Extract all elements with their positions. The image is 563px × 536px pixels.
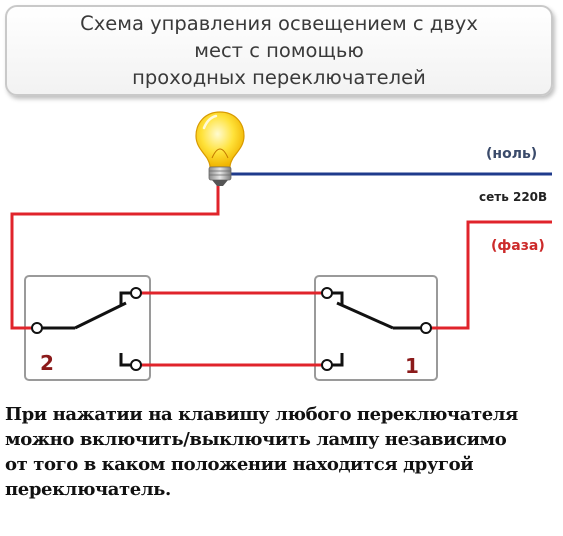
- title-line-1: Схема управления освещением с двух: [80, 12, 478, 35]
- switch-left-mechanism: [40, 291, 133, 367]
- terminal-left-top: [130, 287, 142, 299]
- terminal-left-bottom: [130, 359, 142, 371]
- terminal-right-bottom: [321, 359, 333, 371]
- title-line-3: проходных переключателей: [132, 66, 426, 89]
- terminal-right-common: [420, 322, 432, 334]
- phase-wire: [428, 220, 552, 330]
- switch-left-number: 2: [40, 351, 54, 375]
- network-label: сеть 220В: [479, 190, 547, 204]
- wiring-diagram: (ноль) сеть 220В (фаза) 2 1: [10, 111, 552, 381]
- lamp-wire: [10, 184, 220, 330]
- terminal-left-common: [31, 322, 43, 334]
- phase-label: (фаза): [491, 238, 545, 254]
- light-bulb-icon: [195, 111, 245, 186]
- title-box: Схема управления освещением с двух мест …: [5, 5, 553, 96]
- neutral-label: (ноль): [486, 146, 537, 162]
- caption-line-4: переключатель.: [5, 479, 171, 500]
- caption: При нажатии на клавишу любого переключат…: [5, 402, 561, 502]
- switch-right-number: 1: [405, 354, 419, 378]
- caption-line-3: от того в каком положении находится друг…: [5, 454, 474, 475]
- title-line-2: мест с помощью: [194, 39, 364, 62]
- caption-line-1: При нажатии на клавишу любого переключат…: [5, 404, 518, 425]
- switch-right-mechanism: [330, 291, 423, 367]
- caption-line-2: можно включить/выключить лампу независим…: [5, 429, 507, 450]
- terminal-right-top: [321, 287, 333, 299]
